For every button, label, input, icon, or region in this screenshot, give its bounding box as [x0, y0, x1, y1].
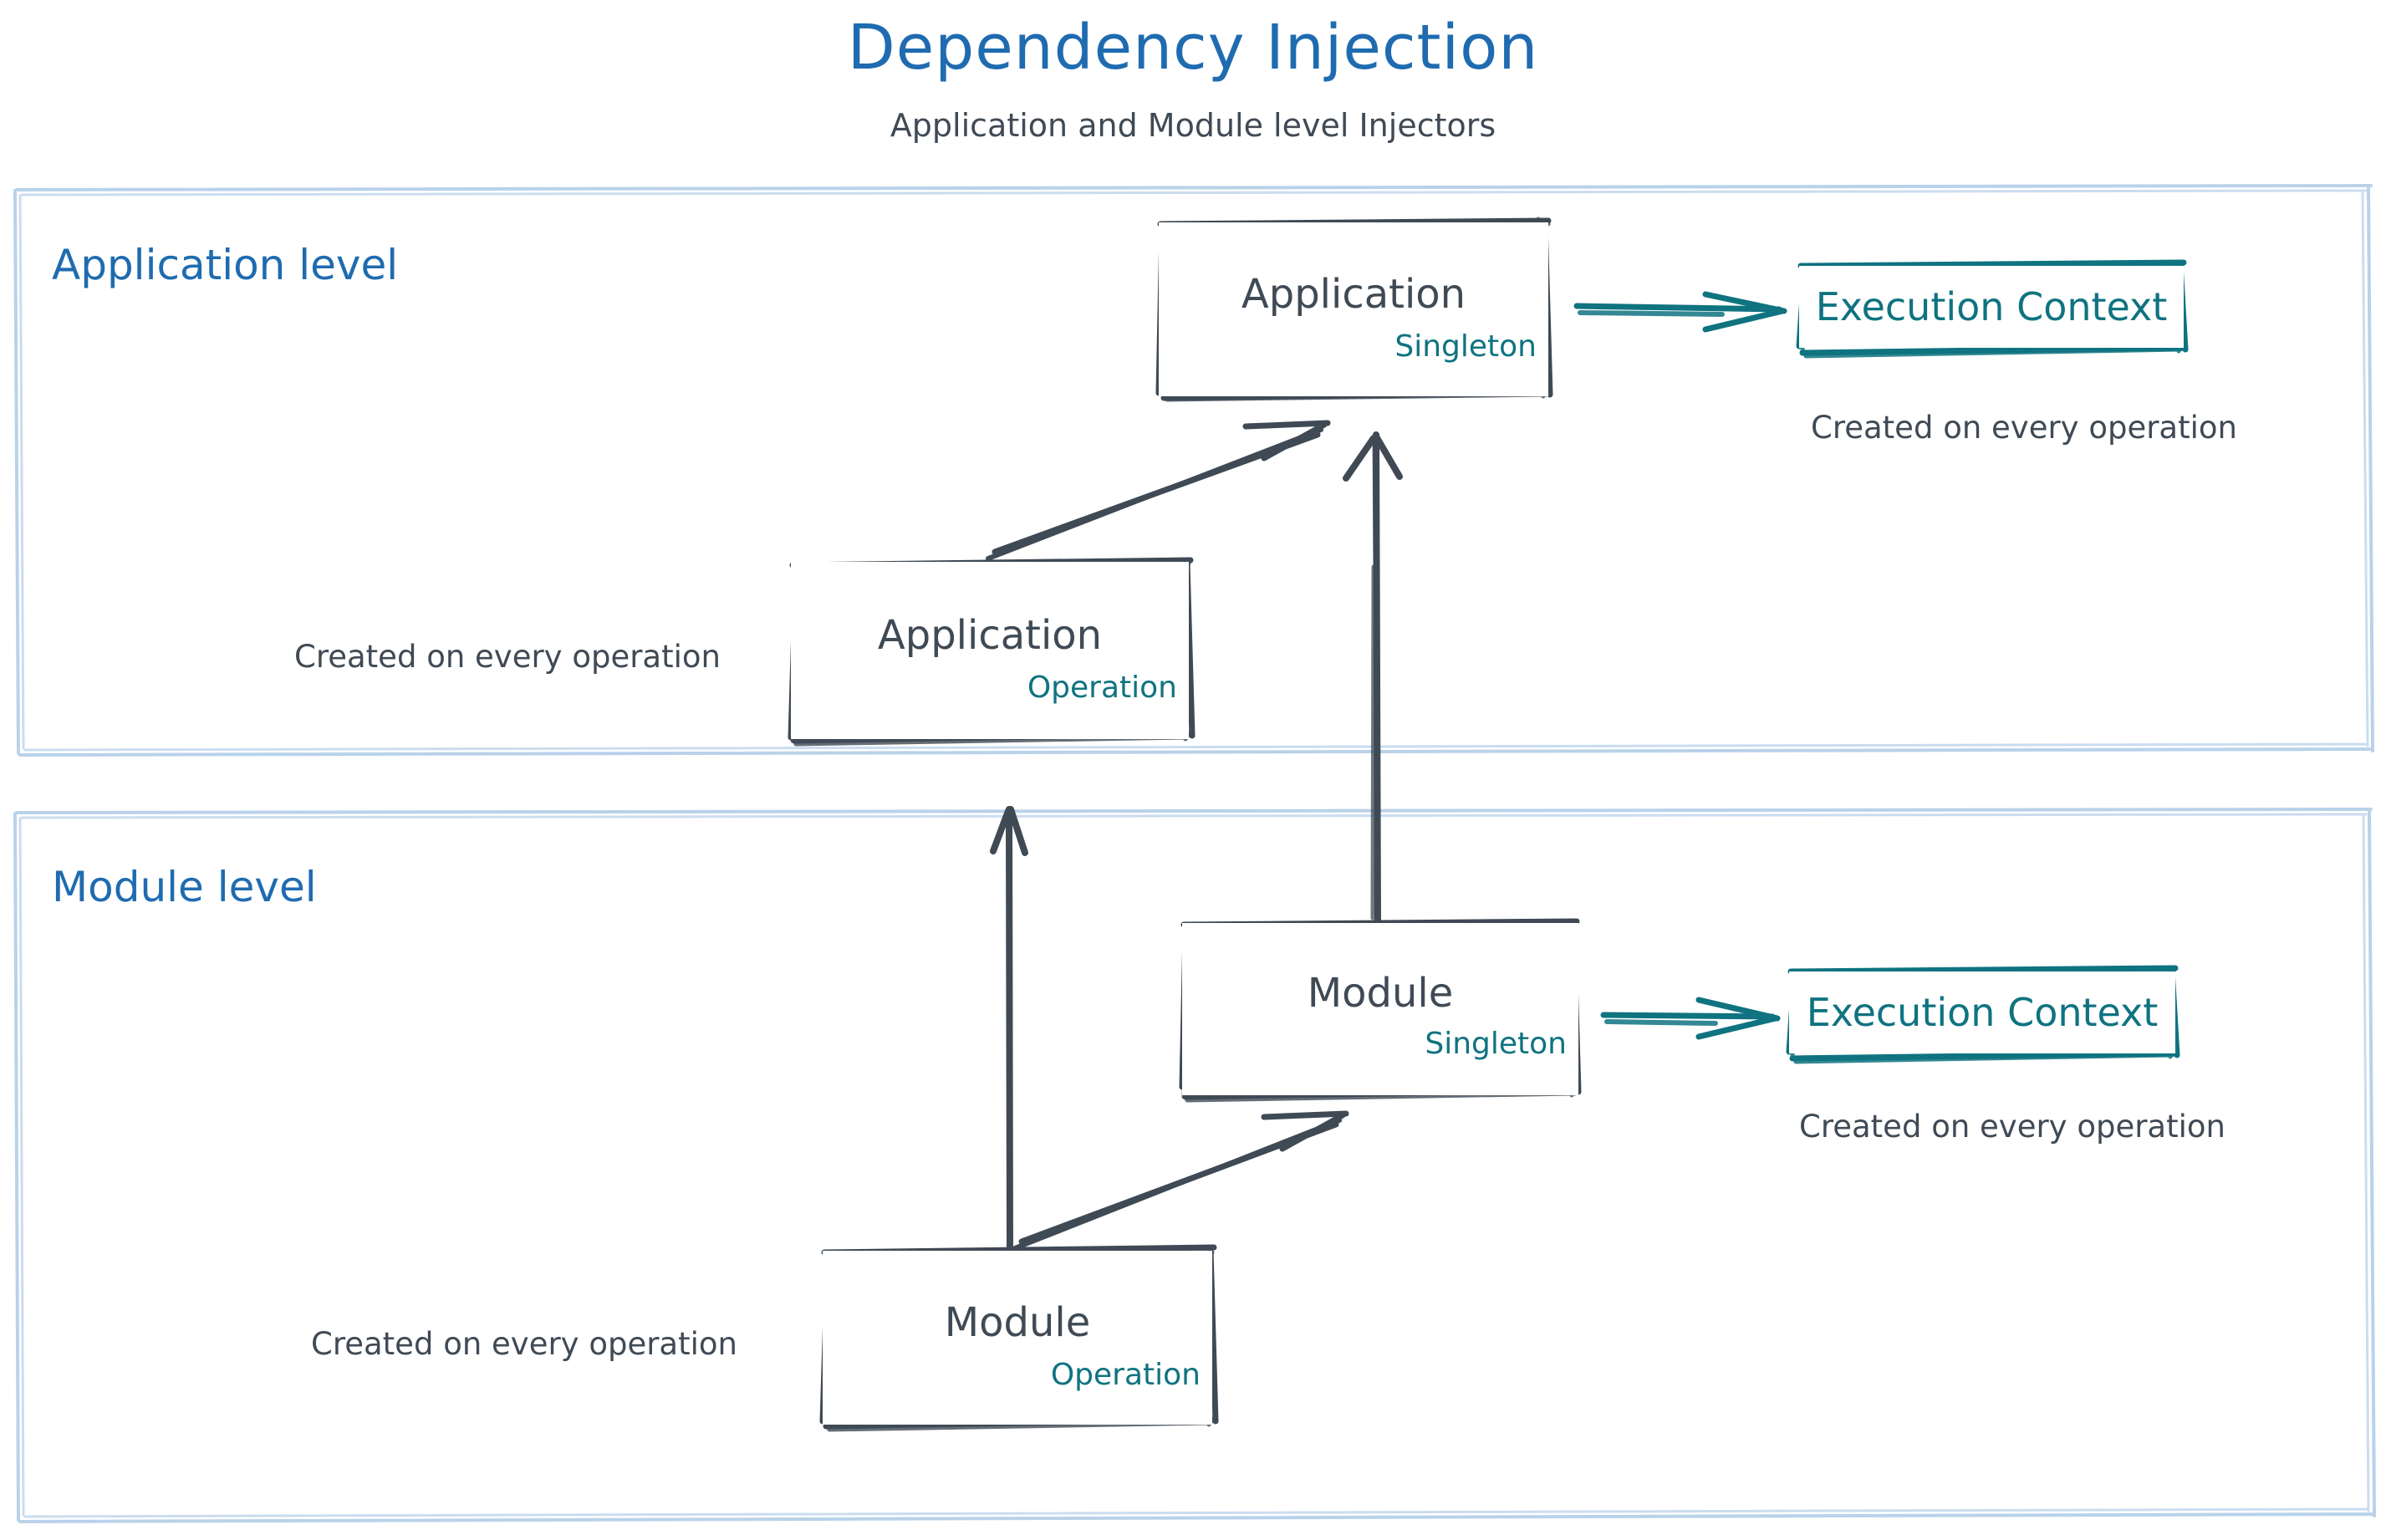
node-scope-badge: Operation: [1050, 1358, 1201, 1392]
note-execution-context-application: Created on every operation: [1811, 410, 2237, 446]
node-module-singleton[interactable]: Module Singleton: [1182, 923, 1578, 1095]
node-scope-badge: Singleton: [1394, 329, 1537, 364]
arrow-module-operation-to-module-singleton: [1012, 1110, 1349, 1251]
lane-label-module-level: Module level: [52, 863, 317, 911]
node-application-singleton[interactable]: Application Singleton: [1159, 222, 1548, 396]
arrow-app-operation-to-app-singleton: [986, 420, 1331, 561]
node-scope-badge: Operation: [1027, 671, 1177, 705]
note-module-operation: Created on every operation: [311, 1326, 737, 1362]
node-title: Application: [1241, 271, 1466, 318]
page-title: Dependency Injection: [847, 12, 1539, 84]
context-label: Execution Context: [1806, 990, 2159, 1035]
arrow-module-operation-to-application-lane: [990, 806, 1028, 1251]
lane-label-application-level: Application level: [52, 241, 399, 289]
node-title: Module: [944, 1299, 1091, 1346]
arrow-module-singleton-to-context: [1600, 997, 1781, 1040]
note-execution-context-module: Created on every operation: [1799, 1109, 2225, 1145]
node-execution-context-module[interactable]: Execution Context: [1789, 971, 2175, 1053]
node-scope-badge: Singleton: [1425, 1027, 1567, 1061]
node-execution-context-application[interactable]: Execution Context: [1799, 266, 2184, 348]
context-label: Execution Context: [1815, 284, 2168, 329]
arrow-app-singleton-to-context: [1573, 291, 1787, 333]
node-application-operation[interactable]: Application Operation: [791, 562, 1189, 739]
node-title: Module: [1307, 970, 1454, 1017]
arrow-module-singleton-to-app-singleton: [1343, 431, 1403, 925]
node-module-operation[interactable]: Module Operation: [823, 1251, 1212, 1425]
node-title: Application: [877, 612, 1103, 659]
page-subtitle: Application and Module level Injectors: [890, 107, 1496, 144]
note-application-operation: Created on every operation: [294, 639, 721, 675]
